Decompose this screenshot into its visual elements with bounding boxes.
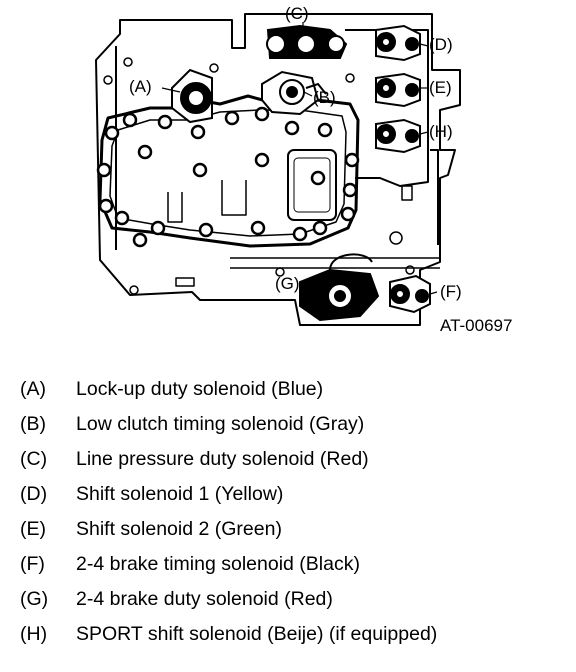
legend-item-f: (F) 2-4 brake timing solenoid (Black)	[20, 547, 570, 582]
solenoid-e	[375, 72, 421, 108]
legend-item-b: (B) Low clutch timing solenoid (Gray)	[20, 407, 570, 442]
callout-e: (E)	[429, 78, 452, 97]
legend-letter: (F)	[20, 553, 45, 575]
legend-text: 2-4 brake duty solenoid (Red)	[76, 588, 333, 610]
callout-b: (B)	[313, 88, 336, 107]
legend-item-g: (G) 2-4 brake duty solenoid (Red)	[20, 582, 570, 617]
valve-body-outline	[95, 13, 461, 326]
legend-text: SPORT shift solenoid (Beije) (if equippe…	[76, 623, 438, 645]
valve-body-illustration: (C) (A) (B) (D) (E) (H) (G) (F) AT-00697	[95, 4, 512, 335]
solenoid-g	[299, 253, 380, 322]
bolt-holes	[96, 106, 360, 248]
legend-text: 2-4 brake timing solenoid (Black)	[76, 553, 360, 575]
callout-c: (C)	[285, 4, 309, 23]
legend-item-a: (A) Lock-up duty solenoid (Blue)	[20, 372, 570, 407]
legend-text: Lock-up duty solenoid (Blue)	[76, 378, 324, 400]
solenoid-d	[375, 24, 421, 62]
callout-a: (A)	[129, 77, 152, 96]
figure-id: AT-00697	[440, 316, 512, 335]
solenoid-f	[389, 274, 431, 314]
legend-text: Low clutch timing solenoid (Gray)	[76, 413, 365, 435]
solenoid-h	[375, 118, 421, 154]
legend-text: Line pressure duty solenoid (Red)	[76, 448, 369, 470]
legend-text: Shift solenoid 1 (Yellow)	[76, 483, 284, 505]
solenoid-a	[171, 68, 213, 124]
legend-letter: (G)	[20, 588, 49, 610]
legend-item-e: (E) Shift solenoid 2 (Green)	[20, 512, 570, 547]
legend-item-h: (H) SPORT shift solenoid (Beije) (if equ…	[20, 617, 570, 652]
callout-g: (G)	[275, 274, 300, 293]
legend-item-c: (C) Line pressure duty solenoid (Red)	[20, 442, 570, 477]
callout-f: (F)	[440, 282, 462, 301]
callout-h: (H)	[429, 122, 453, 141]
legend-item-d: (D) Shift solenoid 1 (Yellow)	[20, 477, 570, 512]
callout-d: (D)	[429, 35, 453, 54]
solenoid-c	[266, 24, 348, 59]
legend-letter: (C)	[20, 448, 48, 470]
legend-list: (A) Lock-up duty solenoid (Blue) (B) Low…	[20, 372, 570, 652]
legend-letter: (E)	[20, 518, 46, 540]
legend-text: Shift solenoid 2 (Green)	[76, 518, 282, 540]
legend-letter: (A)	[20, 378, 46, 400]
legend-letter: (H)	[20, 623, 48, 645]
legend-letter: (D)	[20, 483, 48, 505]
legend-letter: (B)	[20, 413, 46, 435]
